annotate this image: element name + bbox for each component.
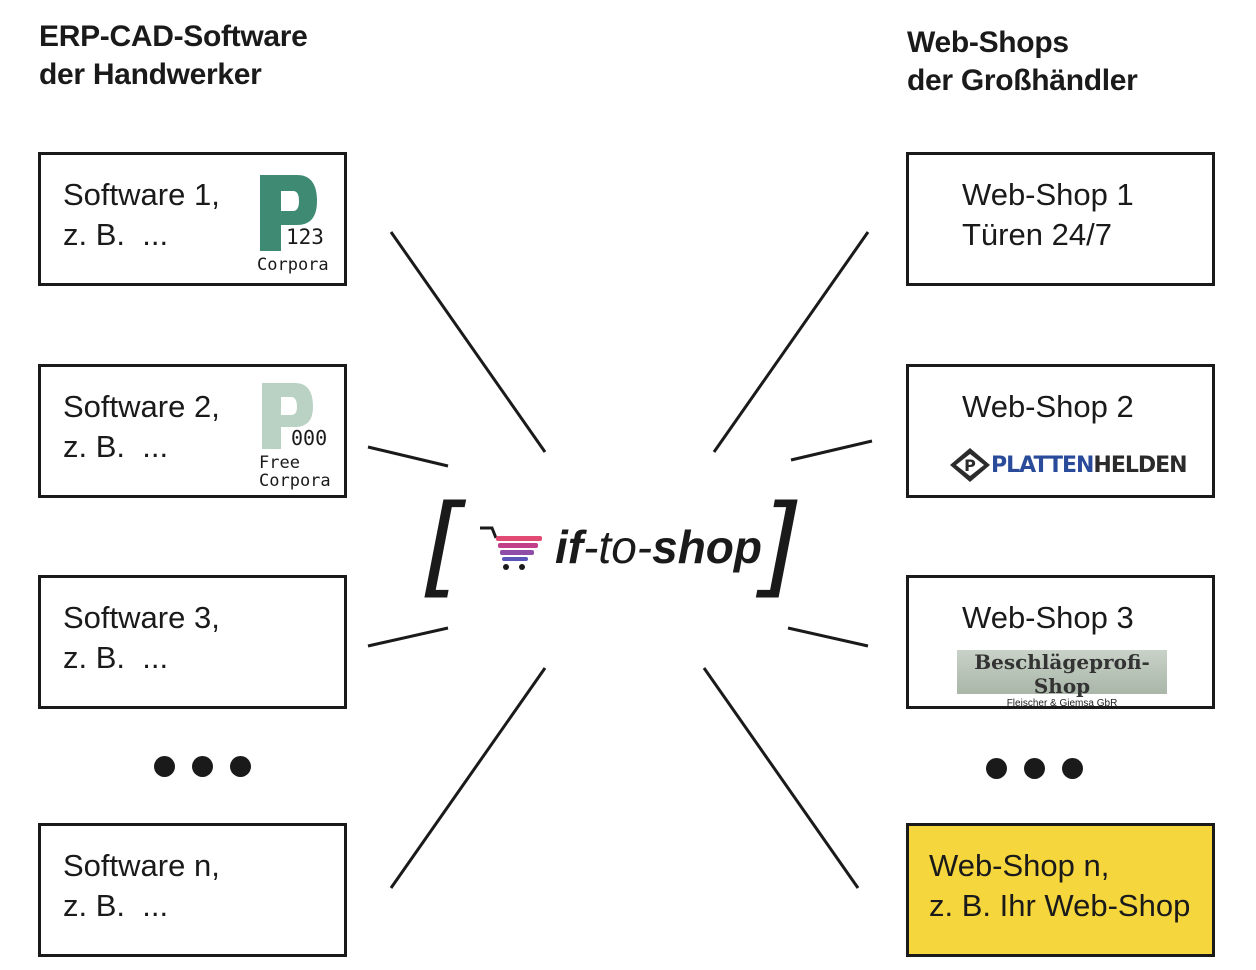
software-box-1: Software 1, z. B. ... 123 Corpora <box>38 152 347 286</box>
webshop-name: Web-Shop 1 <box>962 177 1134 212</box>
ellipsis-dots-left <box>154 756 251 777</box>
webshop-box-3: Web-Shop 3 Beschlägeprofi-Shop Fleischer… <box>906 575 1215 709</box>
connector-line <box>790 439 873 462</box>
software-box-text: Software n, z. B. ... <box>63 846 220 926</box>
software-box-n: Software n, z. B. ... <box>38 823 347 957</box>
right-heading-line1: Web-Shops <box>907 26 1069 59</box>
diamond-p-icon: P <box>950 448 990 482</box>
left-heading-line2: der Handwerker <box>39 58 262 91</box>
logo-subtitle: Fleischer & Giemsa GbR <box>1006 698 1118 709</box>
left-heading-line1: ERP-CAD-Software <box>39 20 308 53</box>
wordmark-shop: shop <box>652 521 762 573</box>
wordmark-if: if <box>555 521 584 573</box>
ellipsis-dots-right <box>986 758 1083 779</box>
p-letter-icon <box>262 383 313 449</box>
software-name: Software n, <box>63 848 220 883</box>
dot <box>230 756 251 777</box>
webshop-name: Web-Shop n, <box>929 848 1110 883</box>
connector-line <box>389 667 547 889</box>
webshop-box-text: Web-Shop 2 <box>962 387 1134 427</box>
dot <box>986 758 1007 779</box>
svg-text:P: P <box>964 456 976 475</box>
left-bracket: [ <box>420 481 463 609</box>
dot <box>1062 758 1083 779</box>
dot <box>192 756 213 777</box>
software-name: Software 2, <box>63 389 220 424</box>
software-example: z. B. ... <box>63 429 169 464</box>
software-example: z. B. ... <box>63 640 169 675</box>
logo-caption-line2: Corpora <box>259 471 331 491</box>
connector-line <box>712 231 870 453</box>
right-bracket: ] <box>760 481 803 609</box>
logo-number: 000 <box>289 426 330 450</box>
right-heading: Web-Shops der Großhändler <box>907 24 1138 100</box>
shopping-cart-icon <box>480 526 542 570</box>
p-letter-icon <box>260 175 317 251</box>
p000-free-corpora-logo: 000 Free Corpora <box>259 381 331 490</box>
webshop-name: Web-Shop 2 <box>962 389 1134 424</box>
software-box-text: Software 1, z. B. ... <box>63 175 220 255</box>
connector-line <box>389 231 547 453</box>
logo-number: 123 <box>284 225 326 249</box>
connector-line <box>367 626 449 648</box>
wordmark-to: -to- <box>583 521 653 573</box>
software-example: z. B. ... <box>63 888 169 923</box>
webshop-box-text: Web-Shop 3 <box>962 598 1134 638</box>
software-box-3: Software 3, z. B. ... <box>38 575 347 709</box>
webshop-example: Türen 24/7 <box>962 217 1112 252</box>
connector-line <box>787 626 869 648</box>
connector-line <box>367 445 449 468</box>
connector-line <box>702 667 860 889</box>
dot <box>1024 758 1045 779</box>
webshop-box-1: Web-Shop 1 Türen 24/7 <box>906 152 1215 286</box>
beschlaegeprofi-logo: Beschlägeprofi-Shop Fleischer & Giemsa G… <box>957 650 1167 709</box>
right-heading-line2: der Großhändler <box>907 64 1138 97</box>
software-name: Software 1, <box>63 177 220 212</box>
software-example: z. B. ... <box>63 217 169 252</box>
logo-caption: Corpora <box>257 255 329 275</box>
software-box-2: Software 2, z. B. ... 000 Free Corpora <box>38 364 347 498</box>
webshop-name: Web-Shop 3 <box>962 600 1134 635</box>
software-box-text: Software 3, z. B. ... <box>63 598 220 678</box>
logo-title: Beschlägeprofi-Shop <box>974 650 1150 698</box>
webshop-box-text: Web-Shop n, z. B. Ihr Web-Shop <box>929 846 1190 926</box>
brand-suffix: HELDEN <box>1093 452 1187 478</box>
if-to-shop-logo: [ if-to-shop ] <box>420 490 810 600</box>
software-name: Software 3, <box>63 600 220 635</box>
webshop-box-text: Web-Shop 1 Türen 24/7 <box>962 175 1134 255</box>
brand-prefix: PLATTEN <box>991 452 1094 478</box>
webshop-example: z. B. Ihr Web-Shop <box>929 888 1191 923</box>
software-box-text: Software 2, z. B. ... <box>63 387 220 467</box>
if-to-shop-wordmark: if-to-shop <box>555 520 762 574</box>
p123-corpora-logo: 123 Corpora <box>257 173 329 274</box>
dot <box>154 756 175 777</box>
webshop-box-n: Web-Shop n, z. B. Ihr Web-Shop <box>906 823 1215 957</box>
left-heading: ERP-CAD-Software der Handwerker <box>39 18 308 94</box>
logo-caption-line1: Free <box>259 453 300 473</box>
